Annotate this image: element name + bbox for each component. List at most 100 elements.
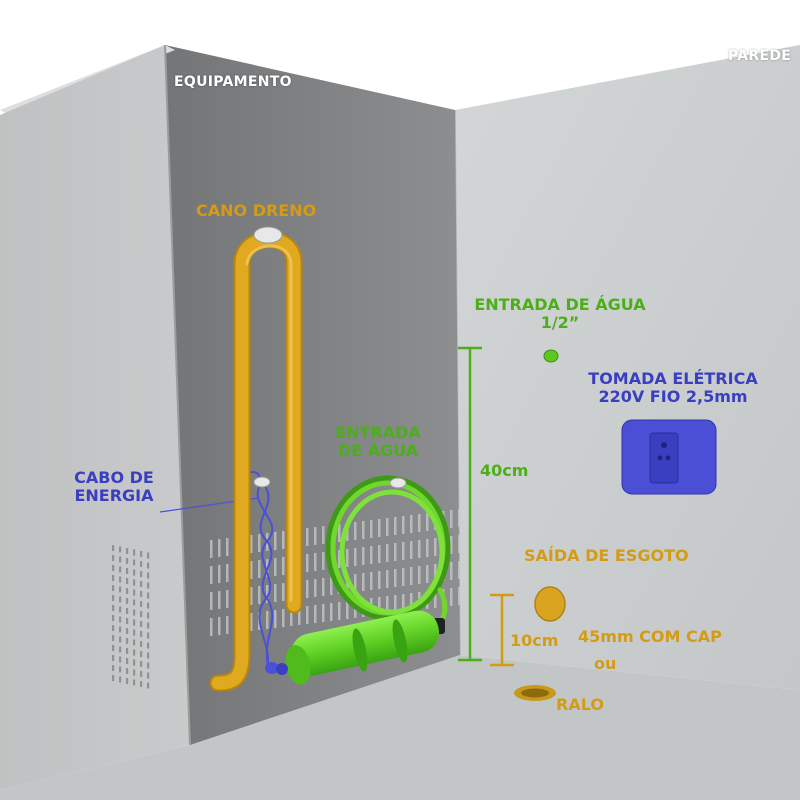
vent-slot [394,595,397,613]
vent-slot [112,585,115,591]
vent-slot [322,526,325,544]
vent-slot [140,651,143,657]
label-entrada-agua-equip-line2: DE ÁGUA [337,441,419,461]
vent-slot [147,662,150,669]
vent-slot [140,671,143,677]
vent-slot [140,661,143,667]
vent-slot [314,579,317,597]
vent-slot [458,587,461,605]
vent-slot [147,552,150,559]
vent-slot [126,668,129,674]
vent-slot [218,565,221,583]
vent-slot [126,648,129,654]
vent-slot [458,561,461,579]
vent-slot [450,536,453,554]
vent-slot [418,540,421,558]
vent-slot [306,528,309,546]
vent-slot [250,561,253,579]
vent-slot [119,556,122,563]
vent-slot [354,574,357,592]
vent-slot [274,610,277,628]
vent-slot [258,586,261,604]
vent-slot [119,646,122,653]
vent-slot [274,532,277,550]
vent-slot [258,560,261,578]
vent-slot [112,575,115,581]
vent-slot [126,568,129,574]
vent-slot [314,605,317,623]
vent-slot [119,576,122,583]
label-entrada-agua-wall-line1: ENTRADA DE ÁGUA [474,295,646,314]
label-equipamento: EQUIPAMENTO [174,74,292,90]
vent-slot [410,541,413,559]
label-cabo-energia: CABO DE ENERGIA [68,468,160,506]
vent-slot [133,599,136,606]
vent-slot [394,543,397,561]
vent-slot [218,617,221,635]
vent-slot [402,594,405,612]
vent-slot [306,606,309,624]
vent-slot [426,539,429,557]
vent-slot [410,593,413,611]
vent-slot [330,603,333,621]
label-dim-40: 40cm [480,461,529,480]
label-saida-esgoto: SAÍDA DE ESGOTO [524,546,689,565]
vent-slot [394,517,397,535]
vent-slot [402,542,405,560]
vent-slot [226,590,229,608]
vent-slot [133,579,136,586]
vent-slot [140,681,143,687]
vent-slot [410,567,413,585]
vent-slot [266,611,269,629]
floor [0,655,800,800]
vent-slot [274,584,277,602]
label-tomada-line2: 220V FIO 2,5mm [598,387,748,407]
equipment-edge [164,44,191,746]
floor-drain-icon [514,685,556,701]
vent-slot [133,569,136,576]
vent-slot [314,527,317,545]
wall [455,45,800,690]
vent-slot [370,520,373,538]
label-tomada-line1: TOMADA ELÉTRICA [588,369,758,388]
vent-slot [112,635,115,641]
vent-slot [378,519,381,537]
sewage-outlet-cap [534,586,566,622]
vent-slot [119,676,122,683]
vent-slot [147,652,150,659]
vent-slot [434,590,437,608]
vent-slot [133,549,136,556]
drain-pipe-clamp [253,226,283,244]
vent-slot [314,553,317,571]
vent-slot [266,585,269,603]
vent-slot [147,672,150,679]
vent-slot [402,568,405,586]
vent-slot [282,583,285,601]
vent-slot [306,554,309,572]
vent-slot [112,555,115,561]
vent-slot [133,679,136,686]
label-ralo: RALO [556,695,604,714]
vent-slot [112,675,115,681]
vent-slot [112,655,115,661]
vent-slot [250,613,253,631]
vent-slot [402,516,405,534]
vent-slot [133,639,136,646]
vent-slot [119,666,122,673]
vent-slot [434,538,437,556]
vent-slot [362,573,365,591]
vent-slot [147,632,150,639]
vent-slot [434,564,437,582]
label-entrada-agua-wall: ENTRADA DE ÁGUA 1/2” [470,295,650,333]
vent-slot [386,544,389,562]
vent-slot [346,601,349,619]
vent-slot [119,616,122,623]
vent-slot [378,597,381,615]
vent-slot [119,596,122,603]
vent-slot [119,606,122,613]
vent-slot [282,609,285,627]
label-cabo-energia-line2: ENERGIA [74,486,154,506]
vent-slot [147,682,150,689]
vent-slot [119,586,122,593]
vent-slot [126,558,129,564]
